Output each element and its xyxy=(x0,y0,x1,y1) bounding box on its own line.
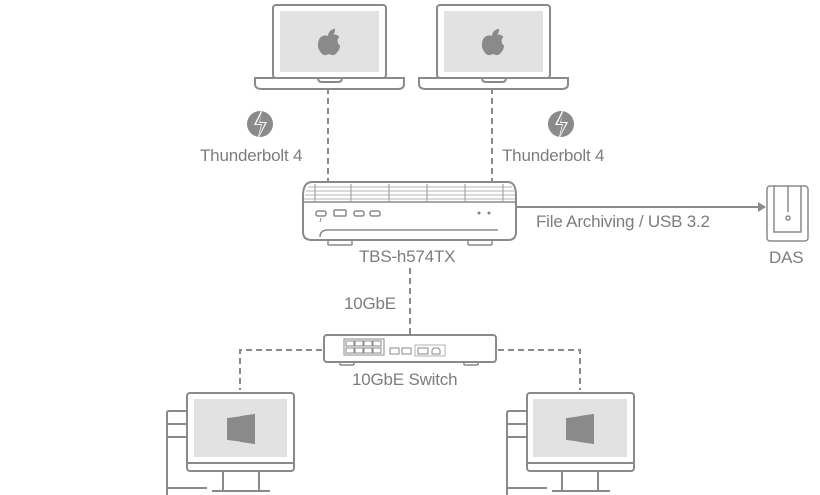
connection-lines xyxy=(239,88,766,390)
desktop-right-link xyxy=(498,349,581,390)
network-switch xyxy=(323,334,497,366)
windows-logo-icon xyxy=(566,414,594,444)
desktop-left xyxy=(166,392,295,495)
laptop-left xyxy=(254,4,405,90)
uplink-label: 10GbE xyxy=(344,294,396,313)
thunderbolt-icon xyxy=(247,107,273,141)
thunderbolt-left-label: Thunderbolt 4 xyxy=(200,146,303,165)
nas-device xyxy=(302,181,517,246)
nas-label: TBS-h574TX xyxy=(359,247,456,266)
laptop-right xyxy=(418,4,569,90)
switch-label: 10GbE Switch xyxy=(352,370,458,389)
das-connection-label: File Archiving / USB 3.2 xyxy=(536,212,710,231)
windows-logo-icon xyxy=(227,414,255,444)
das-arrow-icon xyxy=(758,202,766,212)
thunderbolt-icon xyxy=(548,107,574,141)
desktop-left-link xyxy=(239,349,322,390)
das-label: DAS xyxy=(769,248,804,267)
das-device xyxy=(766,185,809,242)
thunderbolt-right-label: Thunderbolt 4 xyxy=(502,146,605,165)
desktop-right xyxy=(506,392,635,495)
